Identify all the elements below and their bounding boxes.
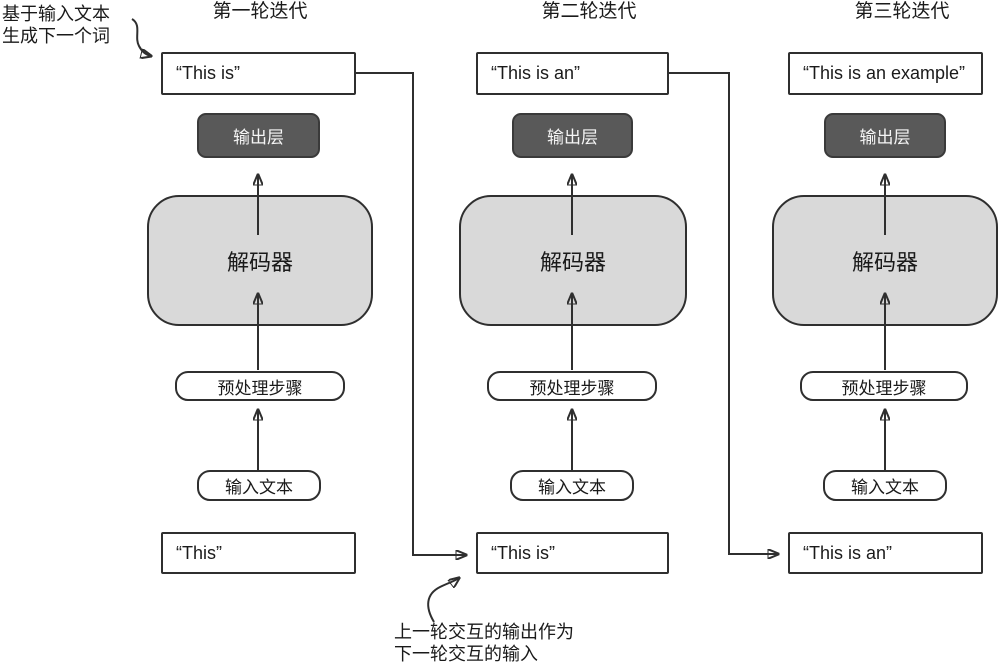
decoder-box: 解码器 (147, 195, 373, 326)
output-layer-label: 输出层 (859, 128, 911, 147)
generate-note-line2: 生成下一个词 (2, 26, 110, 46)
input-label: 输入文本 (225, 478, 293, 497)
output-layer-label: 输出层 (233, 128, 284, 147)
input-label: 输入文本 (538, 478, 606, 497)
decoder-box: 解码器 (459, 195, 687, 326)
decoder-label: 解码器 (539, 249, 606, 275)
output-text-box: “This is” (161, 52, 356, 95)
input-text-box: “This is an” (788, 532, 983, 574)
decoder-label: 解码器 (226, 249, 293, 275)
preprocess-label: 预处理步骤 (841, 378, 927, 398)
column-title-iteration-2: 第二轮迭代 (541, 1, 637, 22)
decoder-label: 解码器 (851, 249, 918, 275)
generate-note: 基于输入文本 生成下一个词 (2, 3, 110, 47)
output-text-box: “This is an example” (788, 52, 983, 95)
output-layer-box: 输出层 (824, 113, 946, 158)
preprocess-box: 预处理步骤 (800, 371, 968, 401)
input-label-box: 输入文本 (823, 470, 947, 501)
feedback-note-line1: 上一轮交互的输出作为 (394, 622, 574, 642)
feedback-note: 上一轮交互的输出作为 下一轮交互的输入 (394, 621, 574, 665)
output-text: “This is an example” (803, 63, 966, 83)
preprocess-label: 预处理步骤 (529, 378, 615, 398)
output-layer-box: 输出层 (512, 113, 633, 158)
output-layer-label: 输出层 (547, 128, 598, 147)
input-label: 输入文本 (851, 478, 919, 497)
input-label-box: 输入文本 (510, 470, 634, 501)
input-text-box: “This” (161, 532, 356, 574)
generate-note-line1: 基于输入文本 (2, 4, 110, 24)
output-layer-box: 输出层 (197, 113, 320, 158)
column-title-iteration-3: 第三轮迭代 (854, 1, 950, 22)
generate-note-arrow-icon (131, 18, 151, 56)
preprocess-label: 预处理步骤 (217, 378, 303, 398)
preprocess-box: 预处理步骤 (175, 371, 345, 401)
connector-output2-to-input3 (669, 72, 778, 554)
input-text-box: “This is” (476, 532, 669, 574)
output-text: “This is an” (491, 63, 581, 83)
input-text: “This is an” (803, 542, 893, 563)
feedback-note-line2: 下一轮交互的输入 (394, 644, 538, 664)
decoder-box: 解码器 (772, 195, 998, 326)
feedback-note-arrow-icon (427, 578, 459, 623)
output-text-box: “This is an” (476, 52, 669, 95)
output-text: “This is” (176, 63, 240, 83)
connector-output1-to-input2 (356, 72, 466, 555)
input-text: “This” (176, 542, 222, 563)
column-title-iteration-1: 第一轮迭代 (212, 1, 308, 22)
input-label-box: 输入文本 (197, 470, 321, 501)
input-text: “This is” (491, 542, 555, 563)
preprocess-box: 预处理步骤 (487, 371, 657, 401)
